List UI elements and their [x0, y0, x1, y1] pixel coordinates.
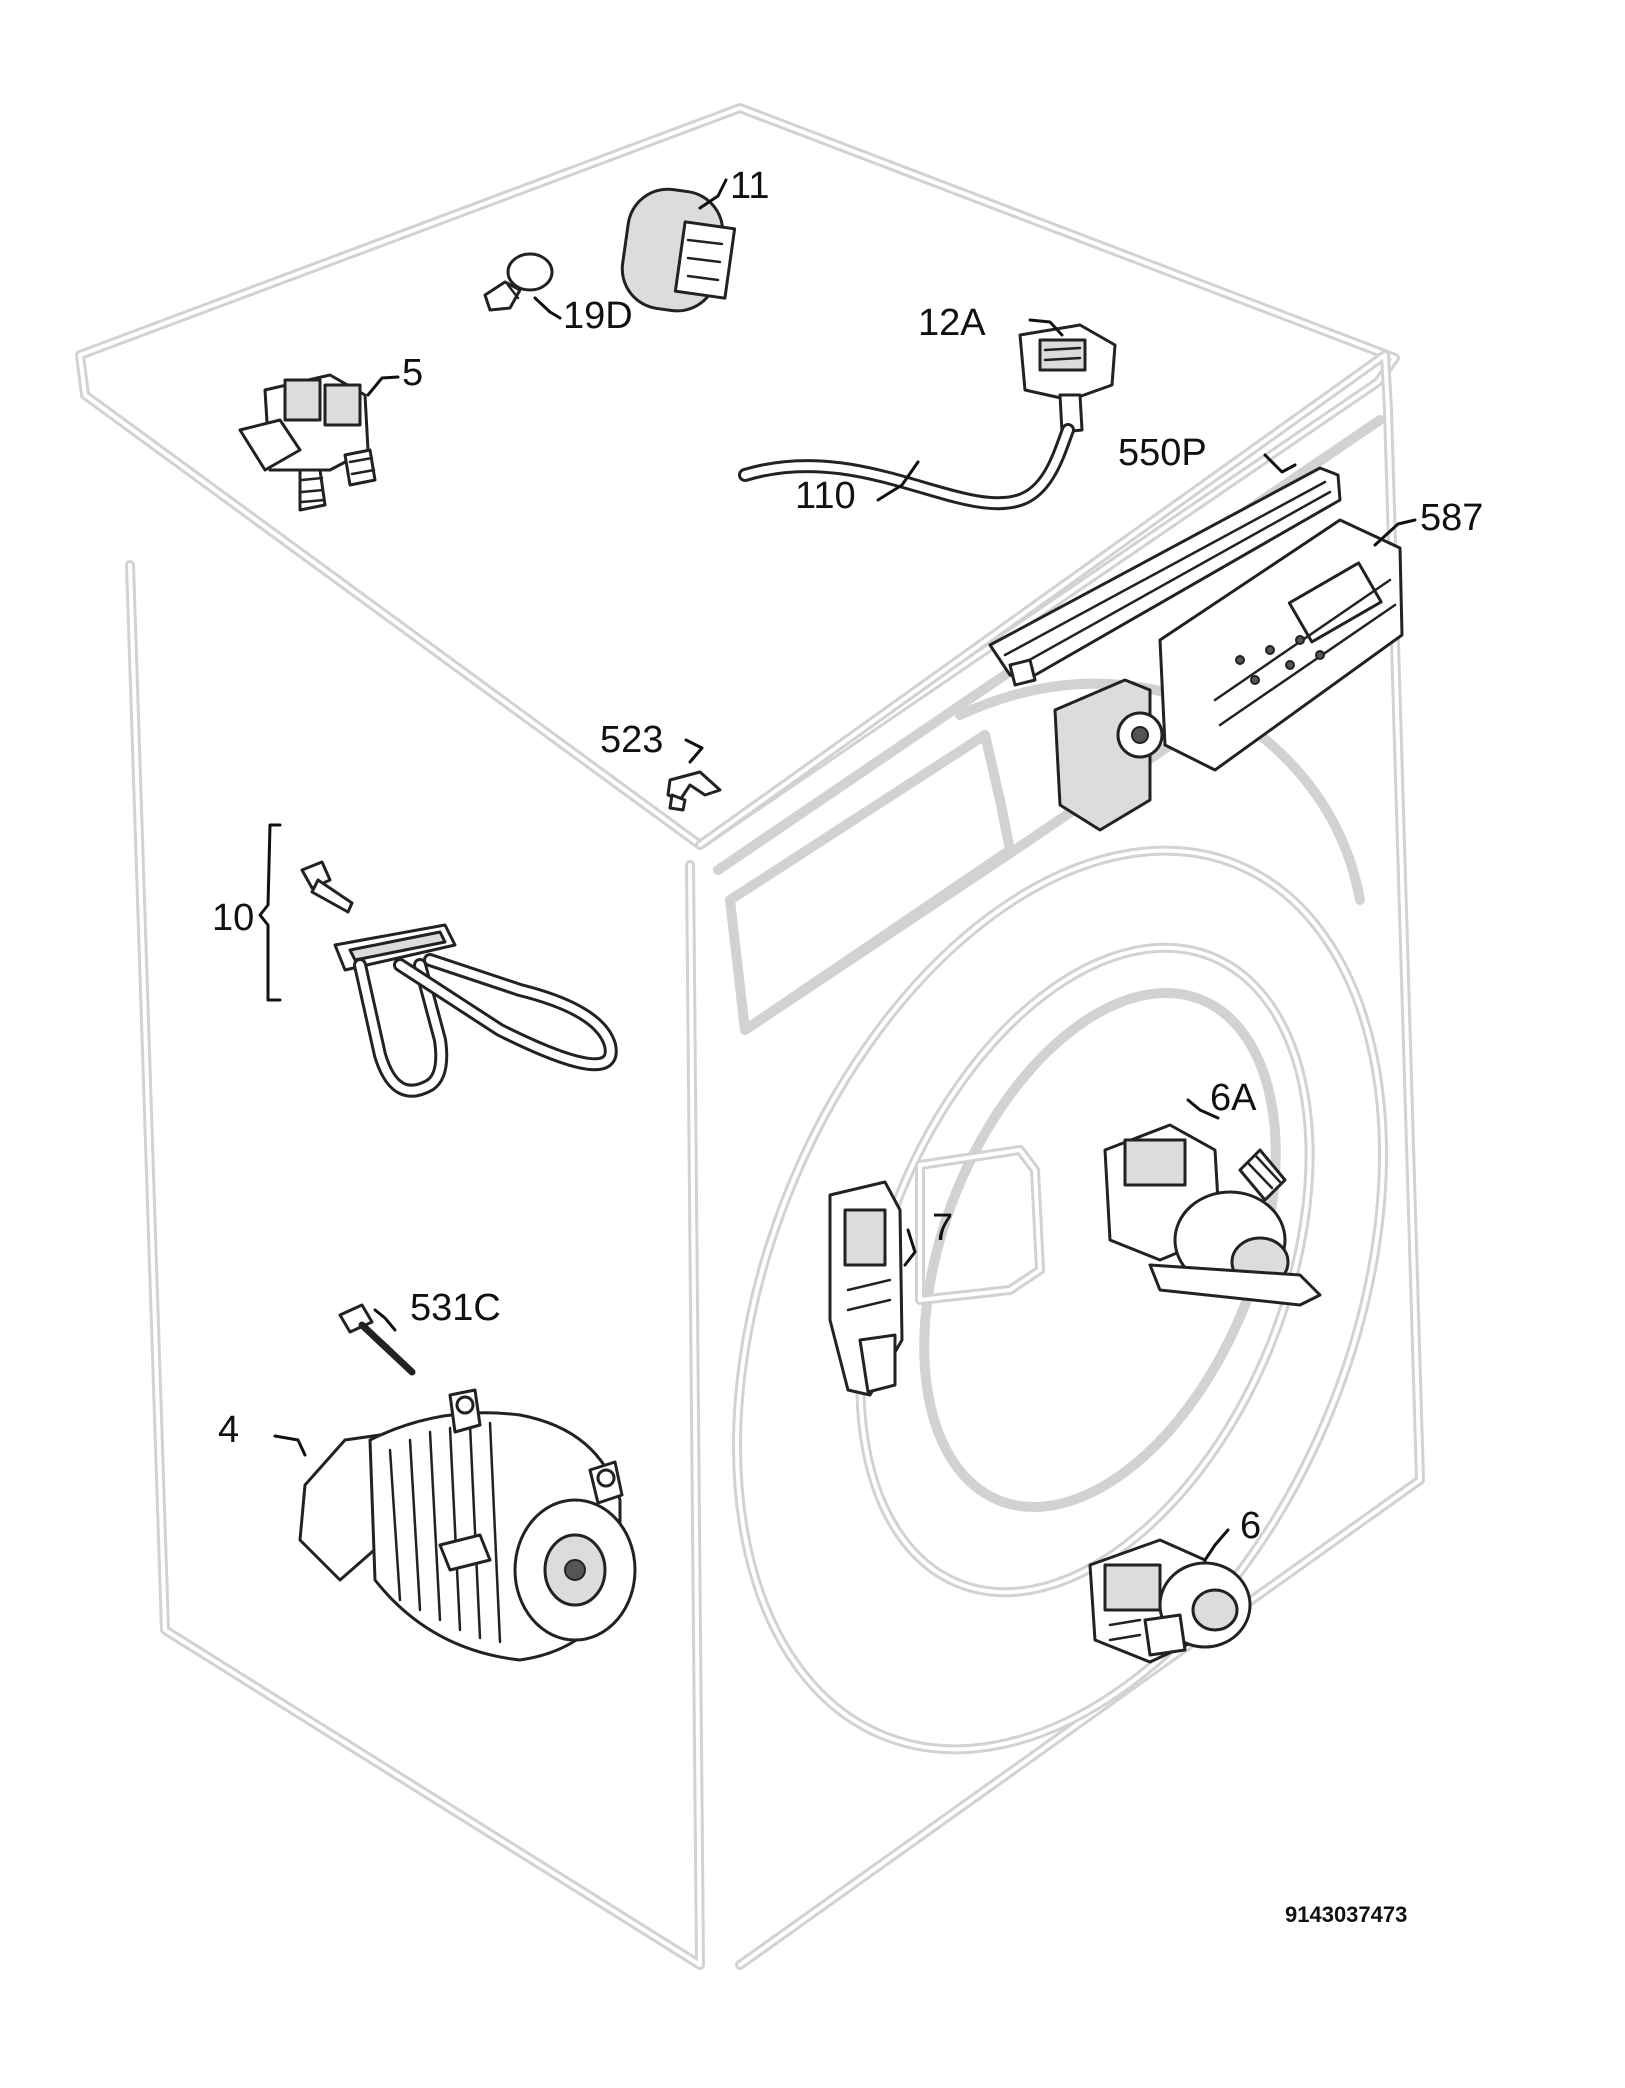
motor-part-4: [298, 1388, 637, 1662]
circulation-pump-part-6a: [1103, 1123, 1322, 1307]
callout-6: 6: [1240, 1505, 1261, 1547]
callout-550p: 550P: [1118, 432, 1207, 474]
document-number: 9143037473: [1285, 1902, 1407, 1927]
washer-cabinet-outline: [75, 103, 1425, 1970]
callout-110: 110: [795, 475, 856, 517]
callout-523: 523: [600, 719, 663, 761]
panel-trim-part-550p: [988, 466, 1342, 687]
heater-group-part-10: [258, 823, 618, 1098]
leader-lines: [273, 178, 1417, 1562]
callout-11: 11: [730, 165, 769, 207]
clip-part-523: [666, 770, 722, 812]
callout-587: 587: [1420, 497, 1483, 539]
callout-7: 7: [932, 1207, 953, 1249]
callout-5: 5: [402, 352, 423, 394]
control-board-part-587: [1053, 518, 1404, 832]
hose-part-110: [738, 423, 1075, 511]
connector-part-19d: [483, 252, 554, 312]
door-lock-part-7: [828, 1180, 904, 1397]
pressure-switch-part-12a: [1018, 323, 1117, 434]
screw-part-531c: [338, 1303, 416, 1376]
callout-19d: 19D: [563, 295, 633, 337]
callout-10: 10: [212, 897, 254, 939]
callout-531c: 531C: [410, 1287, 501, 1329]
capacitor-part-11: [620, 187, 737, 313]
callout-4: 4: [218, 1409, 239, 1451]
inlet-valve-part-5: [238, 373, 377, 512]
callout-12a: 12A: [918, 302, 986, 344]
callout-labels: 11 19D 12A 5 550P 587 110 523 10 6A 7 53…: [212, 165, 1483, 1547]
drain-pump-part-6: [1088, 1538, 1252, 1664]
callout-6a: 6A: [1210, 1077, 1257, 1119]
